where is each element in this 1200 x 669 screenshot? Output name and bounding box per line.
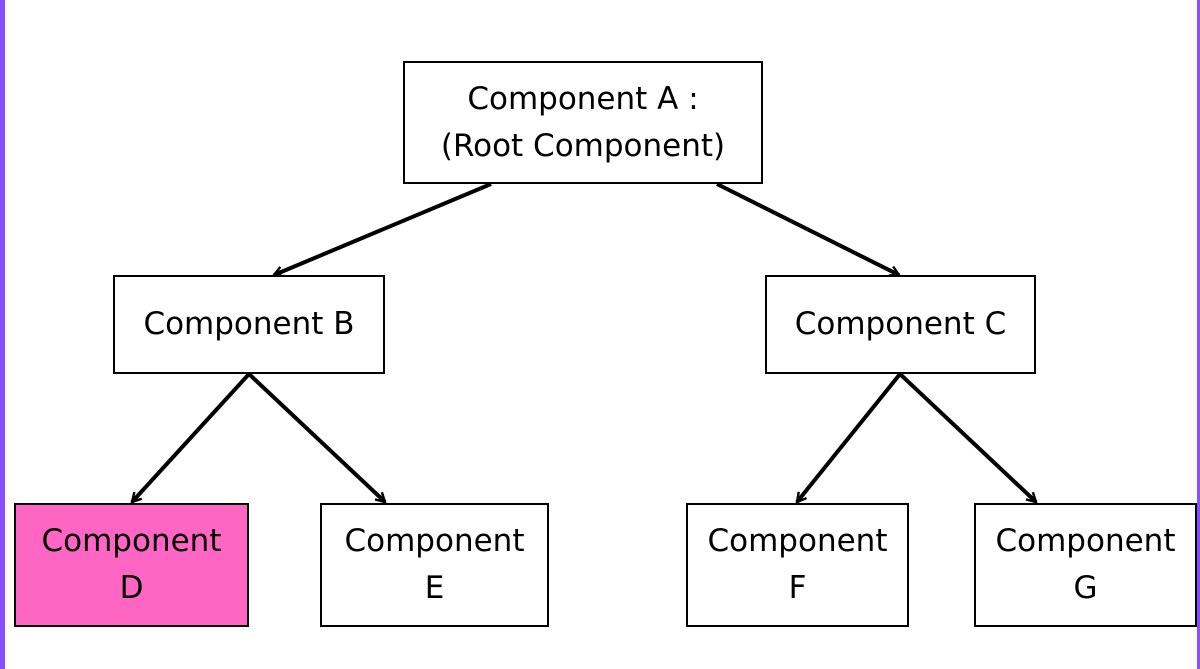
node-d-line2: D [119, 570, 144, 606]
node-a-line2: (Root Component) [440, 127, 726, 164]
node-component-a: Component A : (Root Component) [403, 61, 763, 184]
node-component-f: Component F [686, 503, 909, 627]
node-b-label: Component B [143, 306, 355, 342]
node-component-d: Component D [14, 503, 249, 627]
node-a-line1: Component A : [467, 80, 699, 117]
node-component-g: Component G [974, 503, 1197, 627]
edge-c-f [795, 372, 902, 502]
edge-b-d [132, 372, 251, 502]
node-component-b: Component B [113, 275, 385, 374]
node-e-line1: Component [344, 523, 525, 559]
edge-c-g [898, 372, 1036, 502]
node-d-line1: Component [41, 523, 222, 559]
node-f-line1: Component [707, 523, 888, 559]
edge-b-e [247, 372, 385, 502]
node-f-line2: F [788, 570, 807, 606]
node-g-line1: Component [995, 523, 1176, 559]
edge-a-c [716, 182, 899, 277]
node-e-line2: E [424, 570, 445, 606]
node-component-e: Component E [320, 503, 549, 627]
node-g-line2: G [1073, 570, 1098, 606]
node-c-label: Component C [794, 306, 1007, 342]
edge-a-b [274, 182, 492, 275]
node-component-c: Component C [765, 275, 1036, 374]
